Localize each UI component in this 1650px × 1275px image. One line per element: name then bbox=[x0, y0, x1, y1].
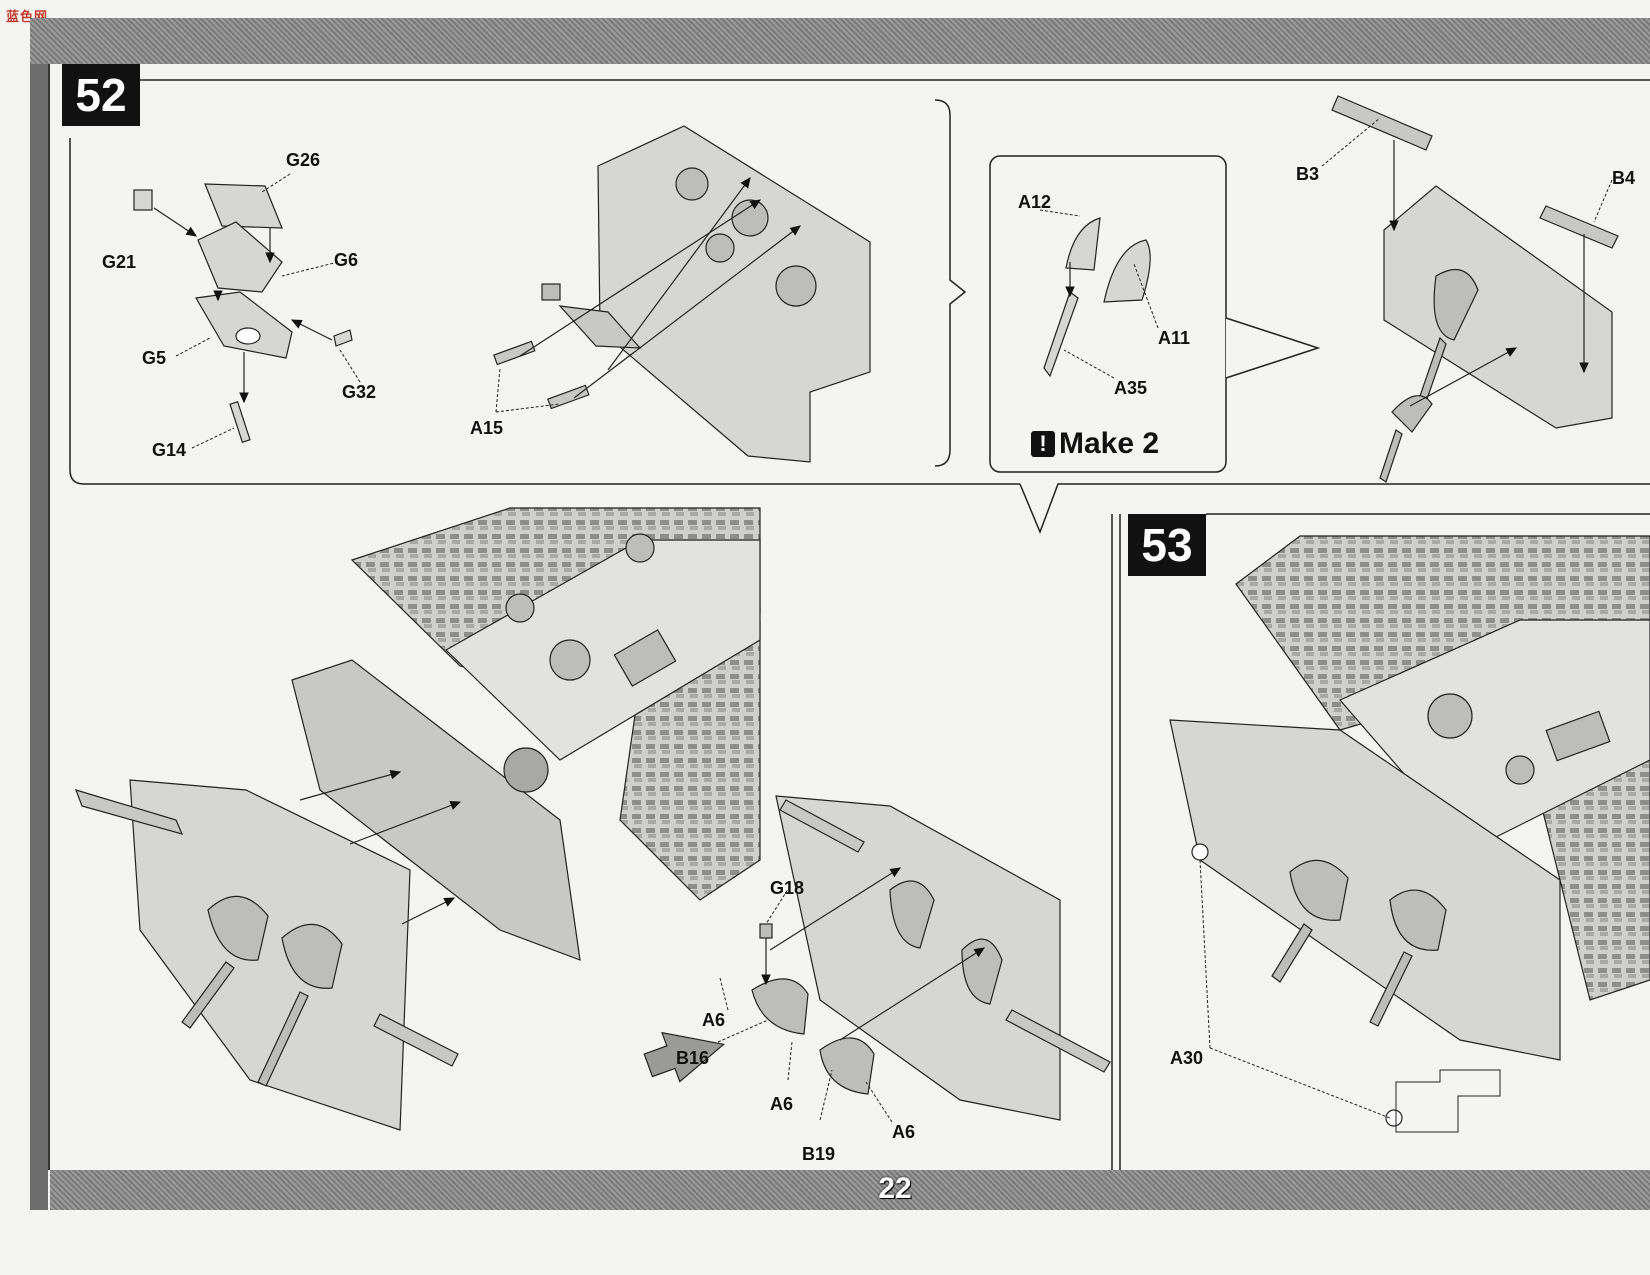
part-label-g18: G18 bbox=[770, 878, 805, 898]
part-label-g32: G32 bbox=[342, 382, 377, 402]
part-label-a15: A15 bbox=[470, 418, 504, 438]
exclamation-icon: ! bbox=[1031, 431, 1055, 457]
part-label-a35: A35 bbox=[1114, 378, 1148, 398]
step-52-small-parts bbox=[133, 183, 353, 444]
muffler-assembly bbox=[643, 795, 1111, 1121]
step-number-53: 53 bbox=[1128, 514, 1206, 576]
footer-bar bbox=[50, 1170, 1650, 1210]
step-number-52: 52 bbox=[62, 64, 140, 126]
page-number: 22 bbox=[878, 1172, 912, 1205]
part-label-a6: A6 bbox=[892, 1122, 916, 1142]
part-label-a11: A11 bbox=[1158, 328, 1191, 348]
label-leader-lines bbox=[175, 117, 1613, 1123]
step-53-frame bbox=[1111, 513, 1650, 1170]
part-label-b16: B16 bbox=[676, 1048, 710, 1068]
part-label-a6: A6 bbox=[770, 1094, 794, 1114]
header-bar bbox=[30, 18, 1650, 64]
part-label-b3: B3 bbox=[1296, 164, 1320, 184]
part-label-b4: B4 bbox=[1612, 168, 1636, 188]
part-label-a30: A30 bbox=[1170, 1048, 1204, 1068]
part-label-a6: A6 bbox=[702, 1010, 726, 1030]
page-edge-line bbox=[48, 64, 50, 1170]
part-label-g21: G21 bbox=[102, 252, 137, 272]
part-label-a12: A12 bbox=[1018, 192, 1052, 212]
part-label-g6: G6 bbox=[334, 250, 359, 270]
callout-parts bbox=[1043, 217, 1151, 378]
hull-assembly-52 bbox=[75, 507, 761, 1131]
make-quantity-text: Make 2 bbox=[1059, 427, 1160, 460]
part-label-b19: B19 bbox=[802, 1144, 836, 1164]
make-quantity-note: ! Make 2 bbox=[1031, 427, 1159, 461]
rear-plate-right bbox=[1331, 95, 1619, 483]
step-52-frame bbox=[69, 79, 1650, 535]
hull-assembly-53 bbox=[1169, 535, 1650, 1133]
part-label-g14: G14 bbox=[152, 440, 187, 460]
binding-strip bbox=[30, 18, 48, 1210]
part-label-g5: G5 bbox=[142, 348, 167, 368]
part-label-g26: G26 bbox=[286, 150, 321, 170]
rear-plate-center bbox=[493, 125, 871, 463]
